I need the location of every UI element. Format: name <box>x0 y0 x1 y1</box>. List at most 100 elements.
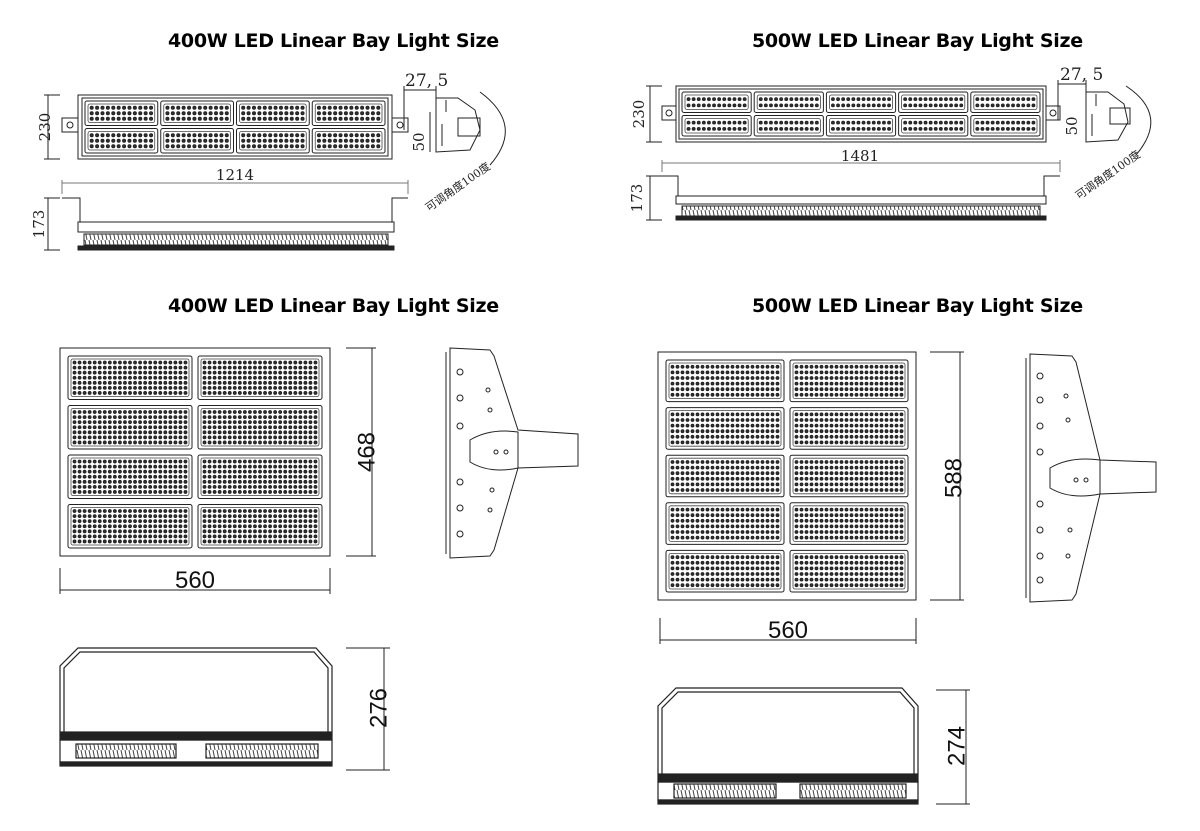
led-chip <box>700 560 705 565</box>
led-chip <box>1031 97 1036 102</box>
led-chip <box>774 103 778 108</box>
led-chip <box>202 391 207 395</box>
led-chip <box>273 380 278 385</box>
led-chip <box>844 387 849 392</box>
led-chip <box>138 111 143 116</box>
led-chip <box>740 524 745 529</box>
led-chip <box>710 387 715 392</box>
led-chip <box>844 471 849 476</box>
led-chip <box>217 490 222 494</box>
led-module <box>970 91 1041 113</box>
led-chip <box>293 459 298 464</box>
led-chip <box>107 514 112 519</box>
led-chip <box>163 391 168 395</box>
led-chip <box>894 513 899 518</box>
led-chip <box>212 410 217 414</box>
led-chip <box>889 364 894 369</box>
led-chip <box>158 385 163 390</box>
led-chip <box>889 513 894 518</box>
led-chip <box>288 385 293 390</box>
led-chip <box>237 410 242 414</box>
led-chip <box>725 566 730 571</box>
led-chip <box>831 97 835 102</box>
led-chip <box>700 423 705 428</box>
led-chip <box>122 116 127 121</box>
led-chip <box>859 387 864 392</box>
led-chip <box>854 488 859 492</box>
led-chip <box>143 464 148 469</box>
led-chip <box>293 534 298 539</box>
led-chip <box>202 514 207 519</box>
led-chip <box>725 465 730 470</box>
led-chip <box>118 534 122 539</box>
led-chip <box>168 464 173 469</box>
led-chip <box>227 370 232 375</box>
led-chip <box>866 97 871 102</box>
led-chip <box>859 513 864 518</box>
dim-label-27-5-right: 27, 5 <box>1060 65 1103 85</box>
led-chip <box>839 572 844 576</box>
led-chip <box>232 514 237 519</box>
led-chip <box>755 423 760 428</box>
led-chip <box>854 429 859 434</box>
led-chip <box>153 391 158 395</box>
led-chip <box>695 370 700 375</box>
led-chip <box>128 479 132 484</box>
led-chip <box>864 566 869 571</box>
led-chip <box>717 126 722 131</box>
led-chip <box>132 116 137 121</box>
led-chip <box>77 391 82 395</box>
led-chip <box>700 364 705 369</box>
led-module <box>67 405 193 450</box>
led-chip <box>128 484 132 489</box>
led-chip <box>814 429 819 434</box>
led-chip <box>710 572 715 576</box>
led-chip <box>794 560 799 565</box>
led-chip <box>760 535 765 540</box>
led-chip <box>284 133 289 138</box>
led-chip <box>370 105 375 110</box>
led-chip <box>89 105 94 110</box>
led-chip <box>143 370 148 375</box>
led-chip <box>775 364 780 369</box>
led-chip <box>824 460 829 464</box>
led-chip <box>760 555 765 560</box>
led-chip <box>248 490 252 494</box>
led-chip <box>879 465 884 470</box>
led-chip <box>128 474 132 479</box>
led-chip <box>97 509 102 513</box>
led-chip <box>710 524 715 529</box>
led-chip <box>118 440 122 445</box>
led-chip <box>163 534 168 539</box>
led-chip <box>102 534 107 539</box>
led-chip <box>197 105 202 110</box>
led-chip <box>839 440 844 445</box>
led-chip <box>202 479 207 484</box>
led-chip <box>799 535 804 540</box>
led-chip <box>710 535 715 540</box>
led-chip <box>313 380 318 385</box>
led-chip <box>92 484 97 489</box>
led-chip <box>143 539 148 544</box>
led-chip <box>695 392 700 397</box>
led-chip <box>217 435 222 440</box>
led-chip <box>864 507 869 512</box>
led-chip <box>112 474 117 479</box>
led-chip <box>700 376 705 380</box>
led-chip <box>183 524 188 529</box>
led-chip <box>675 418 680 422</box>
led-chip <box>770 381 775 386</box>
led-chip <box>789 126 794 131</box>
dim-label-274: 274 <box>943 726 970 766</box>
led-chip <box>97 529 102 534</box>
led-chip <box>283 365 288 370</box>
led-chip <box>879 476 884 481</box>
led-chip <box>799 429 804 434</box>
led-chip <box>685 530 690 534</box>
led-chip <box>303 490 308 494</box>
led-chip <box>670 488 675 492</box>
led-chip <box>202 464 207 469</box>
led-chip <box>248 415 252 420</box>
led-chip <box>295 144 300 149</box>
led-chip <box>889 440 894 445</box>
